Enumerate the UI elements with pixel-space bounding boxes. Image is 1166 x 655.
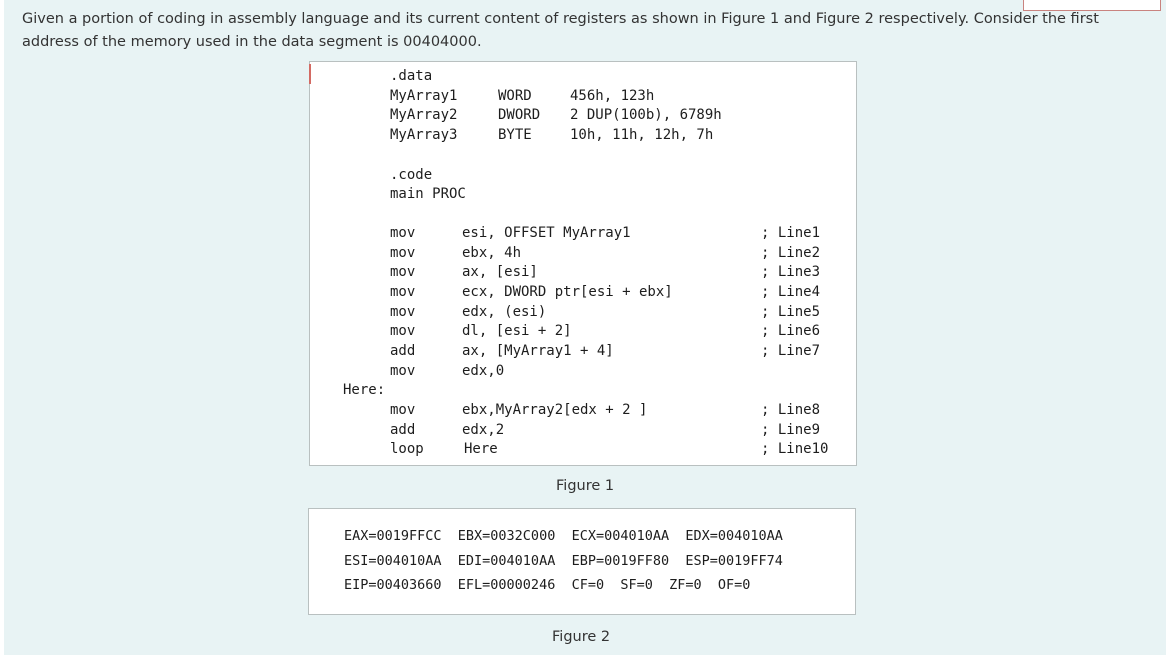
instruction-operands: edx, (esi) <box>462 304 547 320</box>
instruction-comment: ; Line9 <box>761 422 821 438</box>
figure-2-caption: Figure 2 <box>552 629 611 645</box>
register-row: EAX=0019FFCC EBX=0032C000 ECX=004010AA E… <box>344 528 783 544</box>
instruction-op: add <box>390 343 416 359</box>
instruction-op: mov <box>390 304 416 320</box>
data-row-name: MyArray3 <box>390 127 458 143</box>
instruction-operands: esi, OFFSET MyArray1 <box>462 225 631 241</box>
instruction-op: mov <box>390 363 416 379</box>
data-row-type: BYTE <box>498 127 532 143</box>
instruction-op: add <box>390 422 416 438</box>
instruction-comment: ; Line5 <box>761 304 821 320</box>
proc-declaration: main PROC <box>390 186 466 202</box>
instruction-operands: dl, [esi + 2] <box>462 323 572 339</box>
instruction-operands: edx,2 <box>462 422 505 438</box>
data-row-values: 2 DUP(100b), 6789h <box>570 107 722 123</box>
code-directive: .code <box>390 167 433 183</box>
data-row-name: MyArray2 <box>390 107 458 123</box>
figure-1-accent-mark <box>309 64 311 84</box>
instruction-comment: ; Line3 <box>761 264 821 280</box>
data-row-values: 456h, 123h <box>570 88 655 104</box>
data-row-name: MyArray1 <box>390 88 458 104</box>
instruction-comment: ; Line7 <box>761 343 821 359</box>
instruction-operands: ax, [MyArray1 + 4] <box>462 343 614 359</box>
instruction-comment: ; Line4 <box>761 284 821 300</box>
instruction-op: mov <box>390 323 416 339</box>
instruction-op: mov <box>390 245 416 261</box>
instruction-op: loop <box>390 441 424 457</box>
corner-frame <box>1023 0 1161 11</box>
question-text: Given a portion of coding in assembly la… <box>22 11 1099 50</box>
instruction-comment: ; Line6 <box>761 323 821 339</box>
loop-label: Here: <box>343 382 386 398</box>
register-row: EIP=00403660 EFL=00000246 CF=0 SF=0 ZF=0… <box>344 577 751 593</box>
instruction-op: mov <box>390 225 416 241</box>
instruction-operands: ebx,MyArray2[edx + 2 ] <box>462 402 648 418</box>
instruction-comment: ; Line2 <box>761 245 821 261</box>
data-row-values: 10h, 11h, 12h, 7h <box>570 127 714 143</box>
instruction-op: mov <box>390 402 416 418</box>
instruction-operands: ecx, DWORD ptr[esi + ebx] <box>462 284 673 300</box>
instruction-comment: ; Line10 <box>761 441 829 457</box>
instruction-operands: edx,0 <box>462 363 505 379</box>
figure-1-code-box: .data MyArray1 WORD 456h, 123h MyArray2 … <box>309 61 857 466</box>
data-row-type: DWORD <box>498 107 541 123</box>
instruction-comment: ; Line8 <box>761 402 821 418</box>
data-row-type: WORD <box>498 88 532 104</box>
figure-2-register-box: EAX=0019FFCC EBX=0032C000 ECX=004010AA E… <box>308 508 856 615</box>
instruction-op: mov <box>390 264 416 280</box>
instruction-operands: ax, [esi] <box>462 264 538 280</box>
instruction-op: mov <box>390 284 416 300</box>
instruction-operands: Here <box>464 441 498 457</box>
register-row: ESI=004010AA EDI=004010AA EBP=0019FF80 E… <box>344 553 783 569</box>
instruction-operands: ebx, 4h <box>462 245 522 261</box>
instruction-comment: ; Line1 <box>761 225 821 241</box>
figure-1-caption: Figure 1 <box>556 478 615 494</box>
data-directive: .data <box>390 68 433 84</box>
